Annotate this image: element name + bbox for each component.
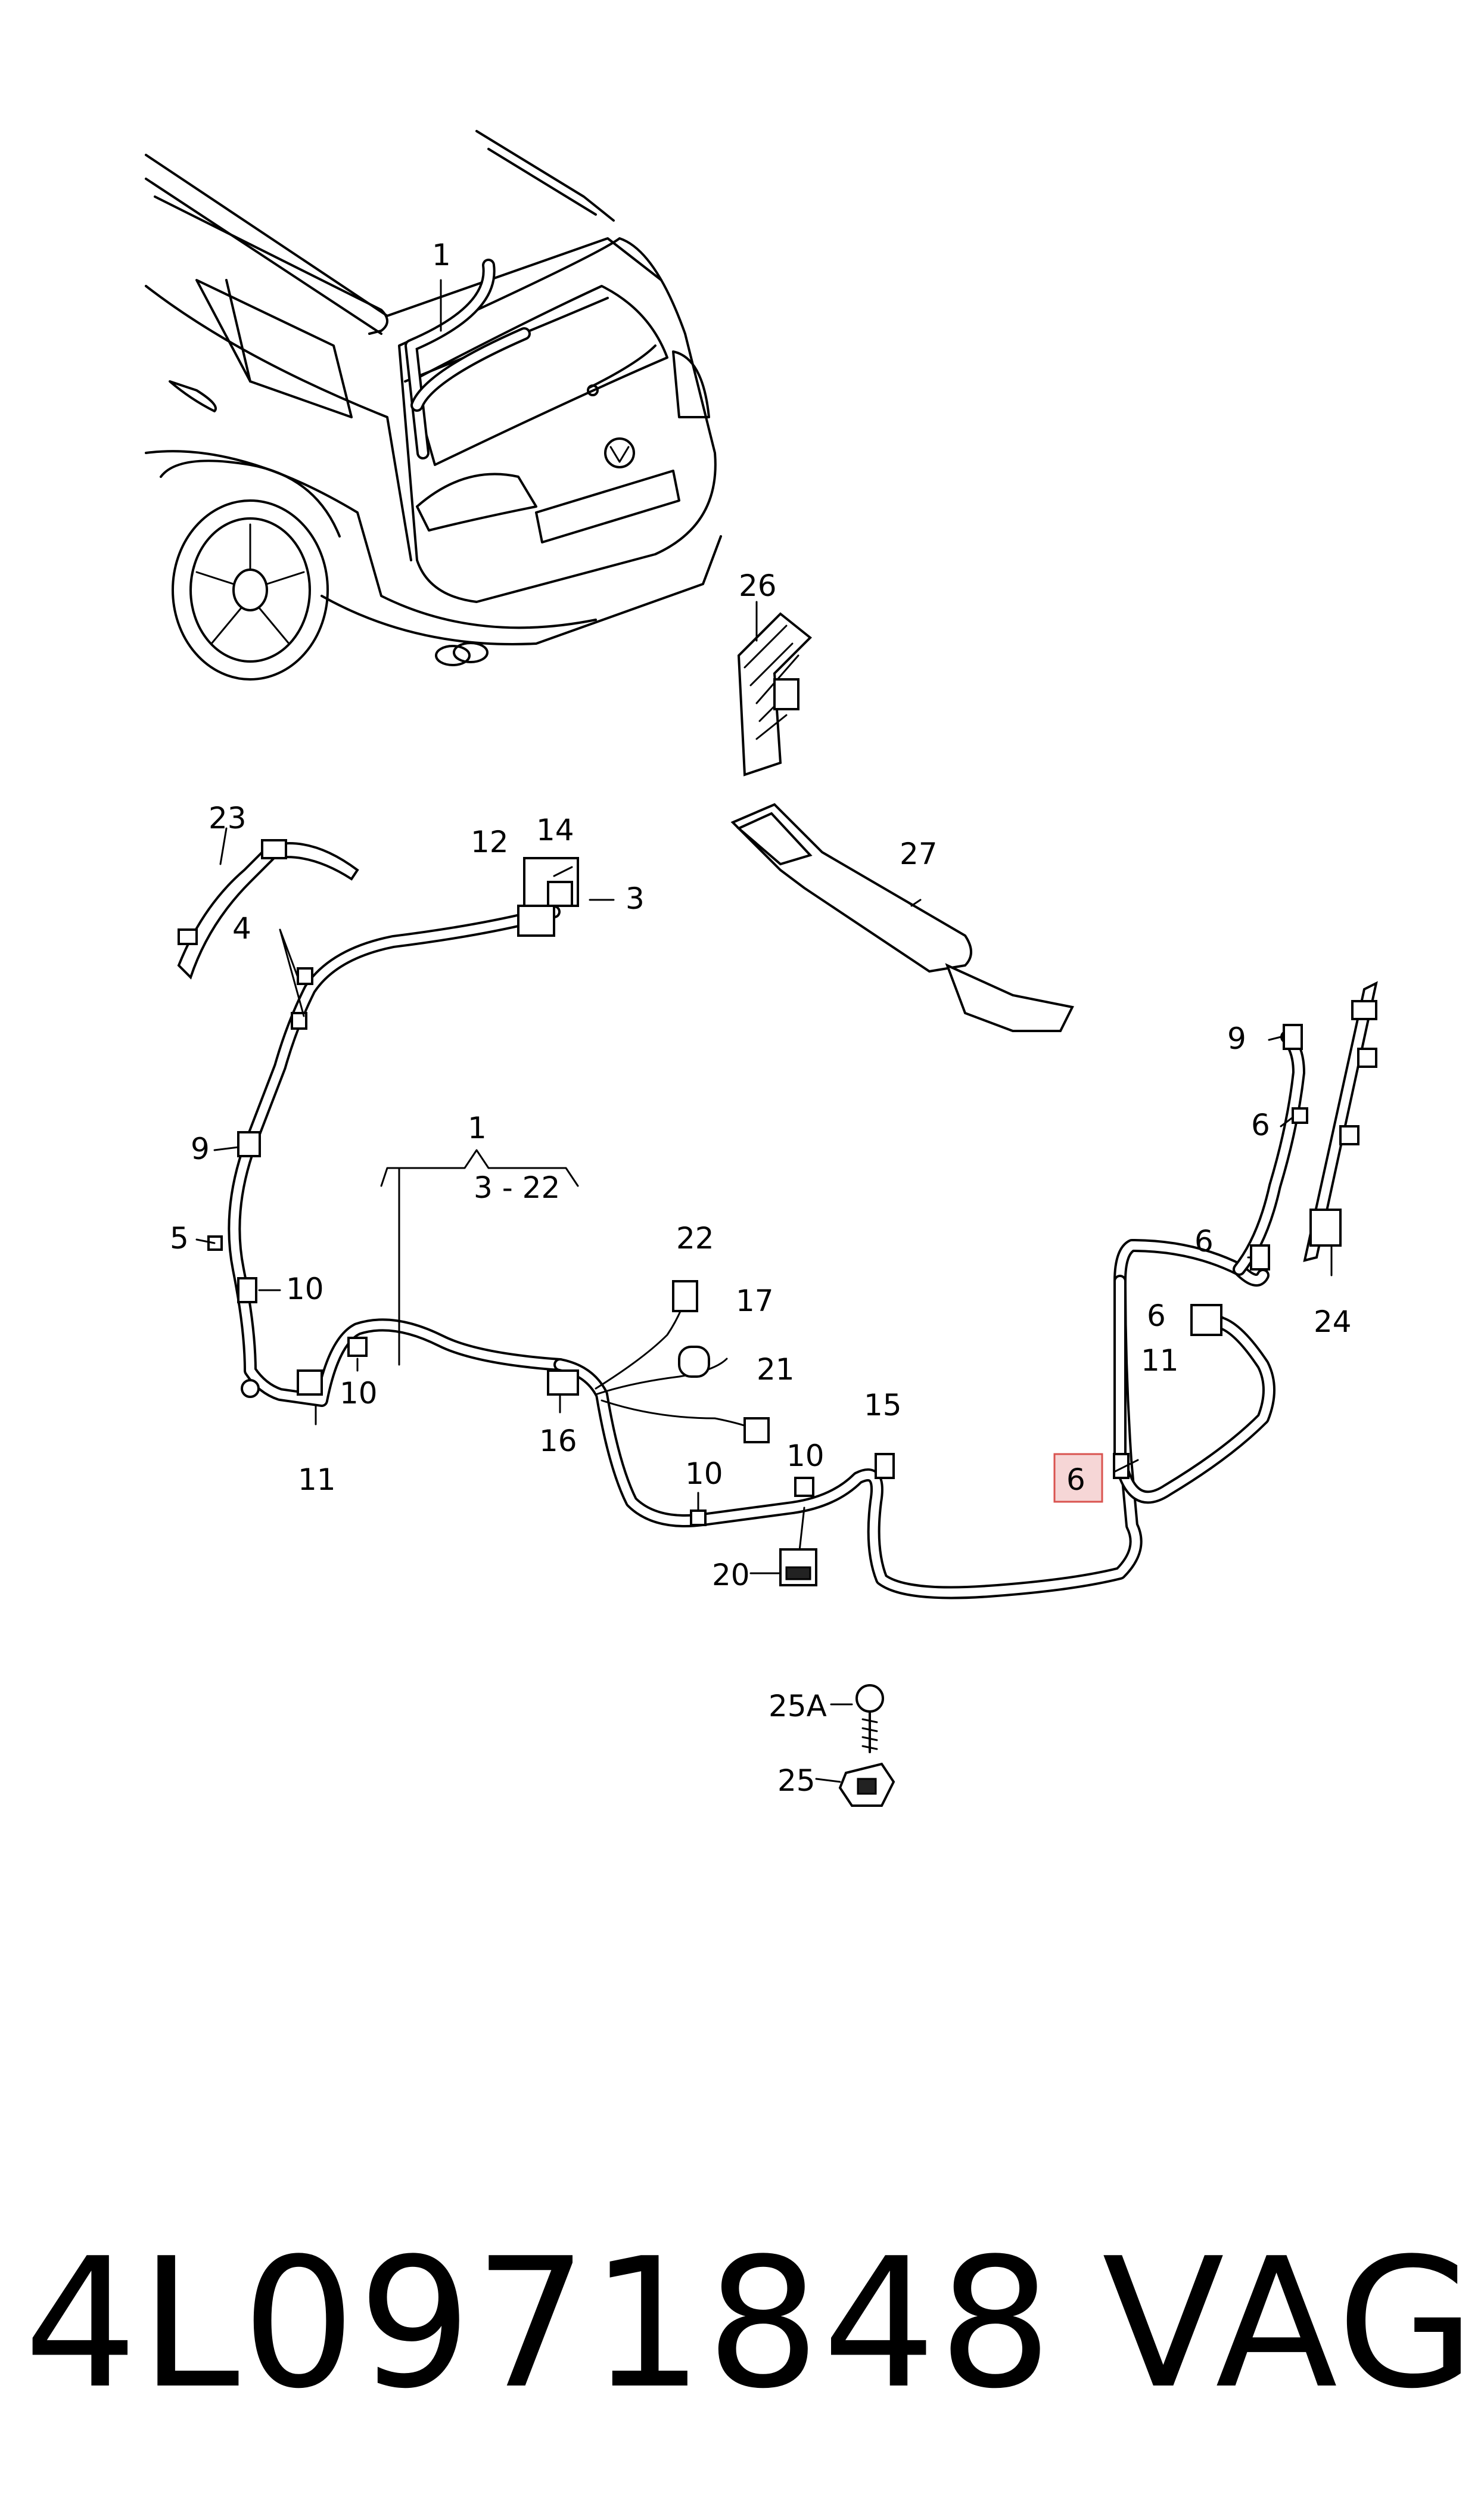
callout-21: 21 xyxy=(757,1352,795,1387)
callout-14: 14 xyxy=(536,813,574,847)
callout-27: 27 xyxy=(900,837,938,871)
callout-10-bottom-right: 10 xyxy=(786,1439,825,1473)
callout-17: 17 xyxy=(736,1284,774,1318)
part-26-grommet xyxy=(737,601,812,776)
callout-9-left: 9 xyxy=(191,1132,210,1166)
callout-6-right-mid: 6 xyxy=(1194,1224,1214,1259)
fasteners xyxy=(815,1684,895,1807)
right-harness xyxy=(1113,1024,1308,1504)
main-harness-left xyxy=(195,857,615,1425)
callout-10-left: 10 xyxy=(286,1272,324,1306)
callout-25: 25 xyxy=(777,1763,816,1798)
callout-10-mid: 10 xyxy=(340,1376,378,1411)
callout-25A: 25A xyxy=(769,1689,827,1723)
group-bracket xyxy=(380,1149,579,1366)
callout-12: 12 xyxy=(471,825,509,859)
callout-20: 20 xyxy=(712,1558,750,1592)
callout-6-highlight: 6 xyxy=(1066,1462,1085,1497)
callout-26: 26 xyxy=(739,569,777,603)
highlight-box xyxy=(1053,1453,1103,1503)
callout-10-bottom: 10 xyxy=(685,1456,723,1491)
part-23-bracket xyxy=(177,827,359,980)
callout-23: 23 xyxy=(209,801,247,835)
callout-1-group: 1 xyxy=(468,1111,487,1145)
callout-6-right-low: 6 xyxy=(1147,1299,1166,1333)
callout-11-left: 11 xyxy=(298,1462,336,1497)
callout-1-top: 1 xyxy=(432,238,451,272)
callout-3: 3 xyxy=(626,881,645,916)
callout-24: 24 xyxy=(1314,1304,1352,1339)
main-harness-center xyxy=(547,1239,1270,1599)
part-27-cover xyxy=(730,803,1074,1032)
callout-16: 16 xyxy=(539,1424,577,1458)
callout-6-right-top: 6 xyxy=(1251,1108,1270,1142)
part-number: 4L0971848 xyxy=(24,2220,1055,2428)
callout-11-right: 11 xyxy=(1141,1343,1179,1378)
callout-group-range: 3 - 22 xyxy=(474,1170,560,1205)
callout-15: 15 xyxy=(864,1388,902,1422)
callout-22: 22 xyxy=(676,1221,714,1256)
callout-5: 5 xyxy=(170,1221,189,1256)
callout-9-right: 9 xyxy=(1227,1021,1246,1056)
callout-4: 4 xyxy=(232,911,251,946)
callout-labels: 1 26 27 23 12 14 3 4 9 5 10 10 11 1 3 - … xyxy=(170,238,1352,1798)
part-24-rail xyxy=(1303,981,1378,1276)
brand-label: VAG xyxy=(1102,2220,1478,2428)
car-rear-illustration xyxy=(145,130,722,681)
